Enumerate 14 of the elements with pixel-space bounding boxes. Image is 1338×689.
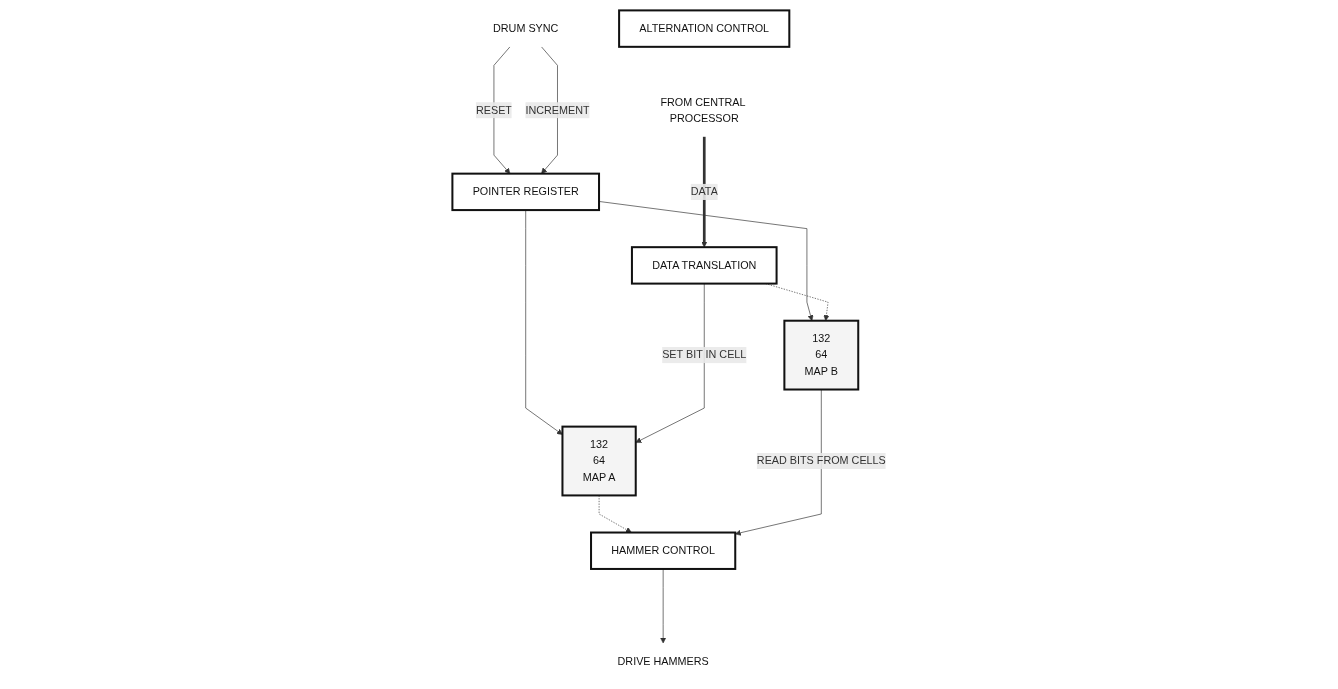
node-box: 132 64 MAP A [561, 425, 637, 496]
node-text: DRUM SYNC [492, 22, 559, 34]
edge-label: SET BIT IN CELL [662, 348, 747, 361]
node-box: ALTERNATION CONTROL [618, 8, 791, 48]
node-text: DRIVE HAMMERS [617, 654, 709, 667]
node-text: FROM CENTRAL PROCESSOR [660, 95, 746, 124]
edge-label: READ BITS FROM CELLS [756, 454, 886, 466]
node-box: HAMMER CONTROL [589, 531, 737, 570]
node-box: POINTER REGISTER [451, 172, 600, 211]
node-box: DATA TRANSLATION [630, 245, 778, 285]
edge-label: INCREMENT [525, 103, 590, 116]
edge-label: DATA [690, 185, 718, 197]
node-box: 132 64 MAP B [783, 319, 860, 390]
edge-label: RESET [475, 103, 512, 116]
